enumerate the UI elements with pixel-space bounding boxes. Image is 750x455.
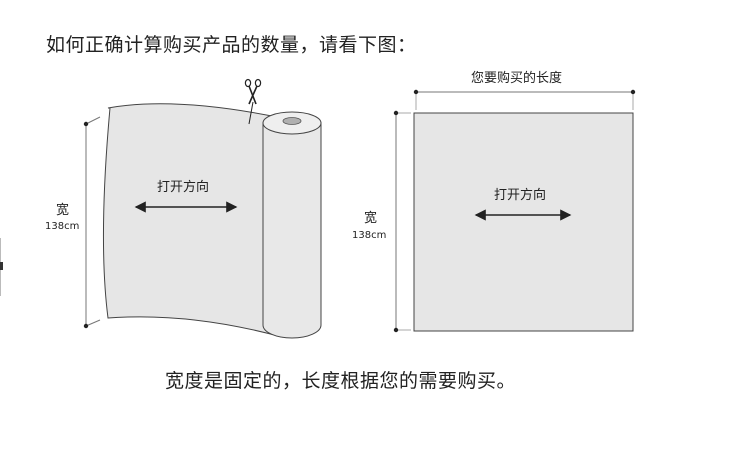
- roll-direction-label: 打开方向: [157, 179, 209, 195]
- roll-width-tick-bottom: [83, 323, 89, 329]
- scissors-icon: [244, 78, 262, 125]
- flat-sheet-group: 您要购买的长度 宽 138cm 打开方向: [352, 70, 636, 333]
- roll-cylinder: [262, 122, 322, 339]
- sheet-width-tick-bottom: [393, 327, 399, 333]
- flat-sheet: [413, 112, 634, 332]
- sheet-direction-label: 打开方向: [494, 187, 546, 203]
- length-label: 您要购买的长度: [471, 70, 562, 86]
- fabric-roll-group: 打开方向 宽 138cm: [45, 78, 322, 339]
- length-tick-left: [413, 89, 419, 95]
- footer-note: 宽度是固定的，长度根据您的需要购买。: [165, 370, 517, 392]
- roll-width-label: 宽: [56, 202, 69, 218]
- sheet-width-value: 138cm: [352, 230, 386, 241]
- roll-core: [282, 117, 302, 125]
- sheet-width-tick-top: [393, 110, 399, 116]
- unrolled-sheet: [102, 103, 283, 338]
- roll-width-value: 138cm: [45, 221, 79, 232]
- roll-width-tick-top: [83, 121, 89, 127]
- edge-marker: [0, 262, 3, 270]
- sheet-width-label: 宽: [364, 210, 377, 226]
- page-title: 如何正确计算购买产品的数量，请看下图：: [46, 34, 417, 56]
- length-tick-right: [630, 89, 636, 95]
